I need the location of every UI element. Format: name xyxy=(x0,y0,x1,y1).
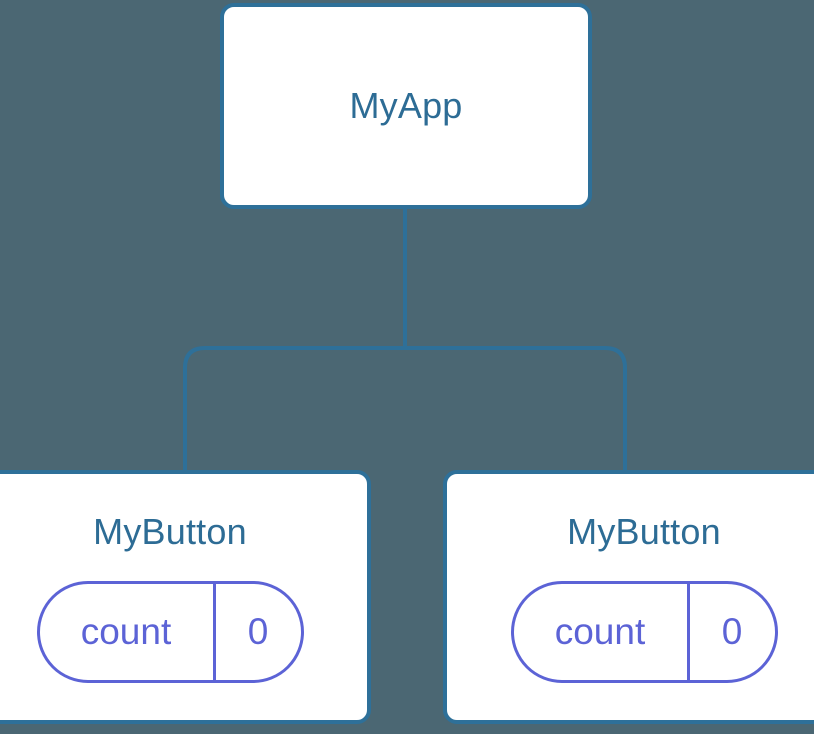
state-pill[interactable]: count 0 xyxy=(36,580,304,683)
node-title: MyButton xyxy=(567,511,721,552)
state-key: count xyxy=(514,583,690,680)
state-value: 0 xyxy=(247,611,269,653)
state-value: 0 xyxy=(721,611,743,653)
tree-node-child-2[interactable]: MyButton count 0 xyxy=(443,470,814,724)
node-title: MyApp xyxy=(349,85,463,127)
state-key: count xyxy=(40,583,216,680)
node-title: MyButton xyxy=(93,511,247,552)
edge-branch-right xyxy=(405,346,627,470)
tree-node-root[interactable]: MyApp xyxy=(220,3,592,209)
tree-node-child-1[interactable]: MyButton count 0 xyxy=(0,470,371,724)
edge-branch-left xyxy=(183,346,405,470)
state-pill[interactable]: count 0 xyxy=(510,580,778,683)
